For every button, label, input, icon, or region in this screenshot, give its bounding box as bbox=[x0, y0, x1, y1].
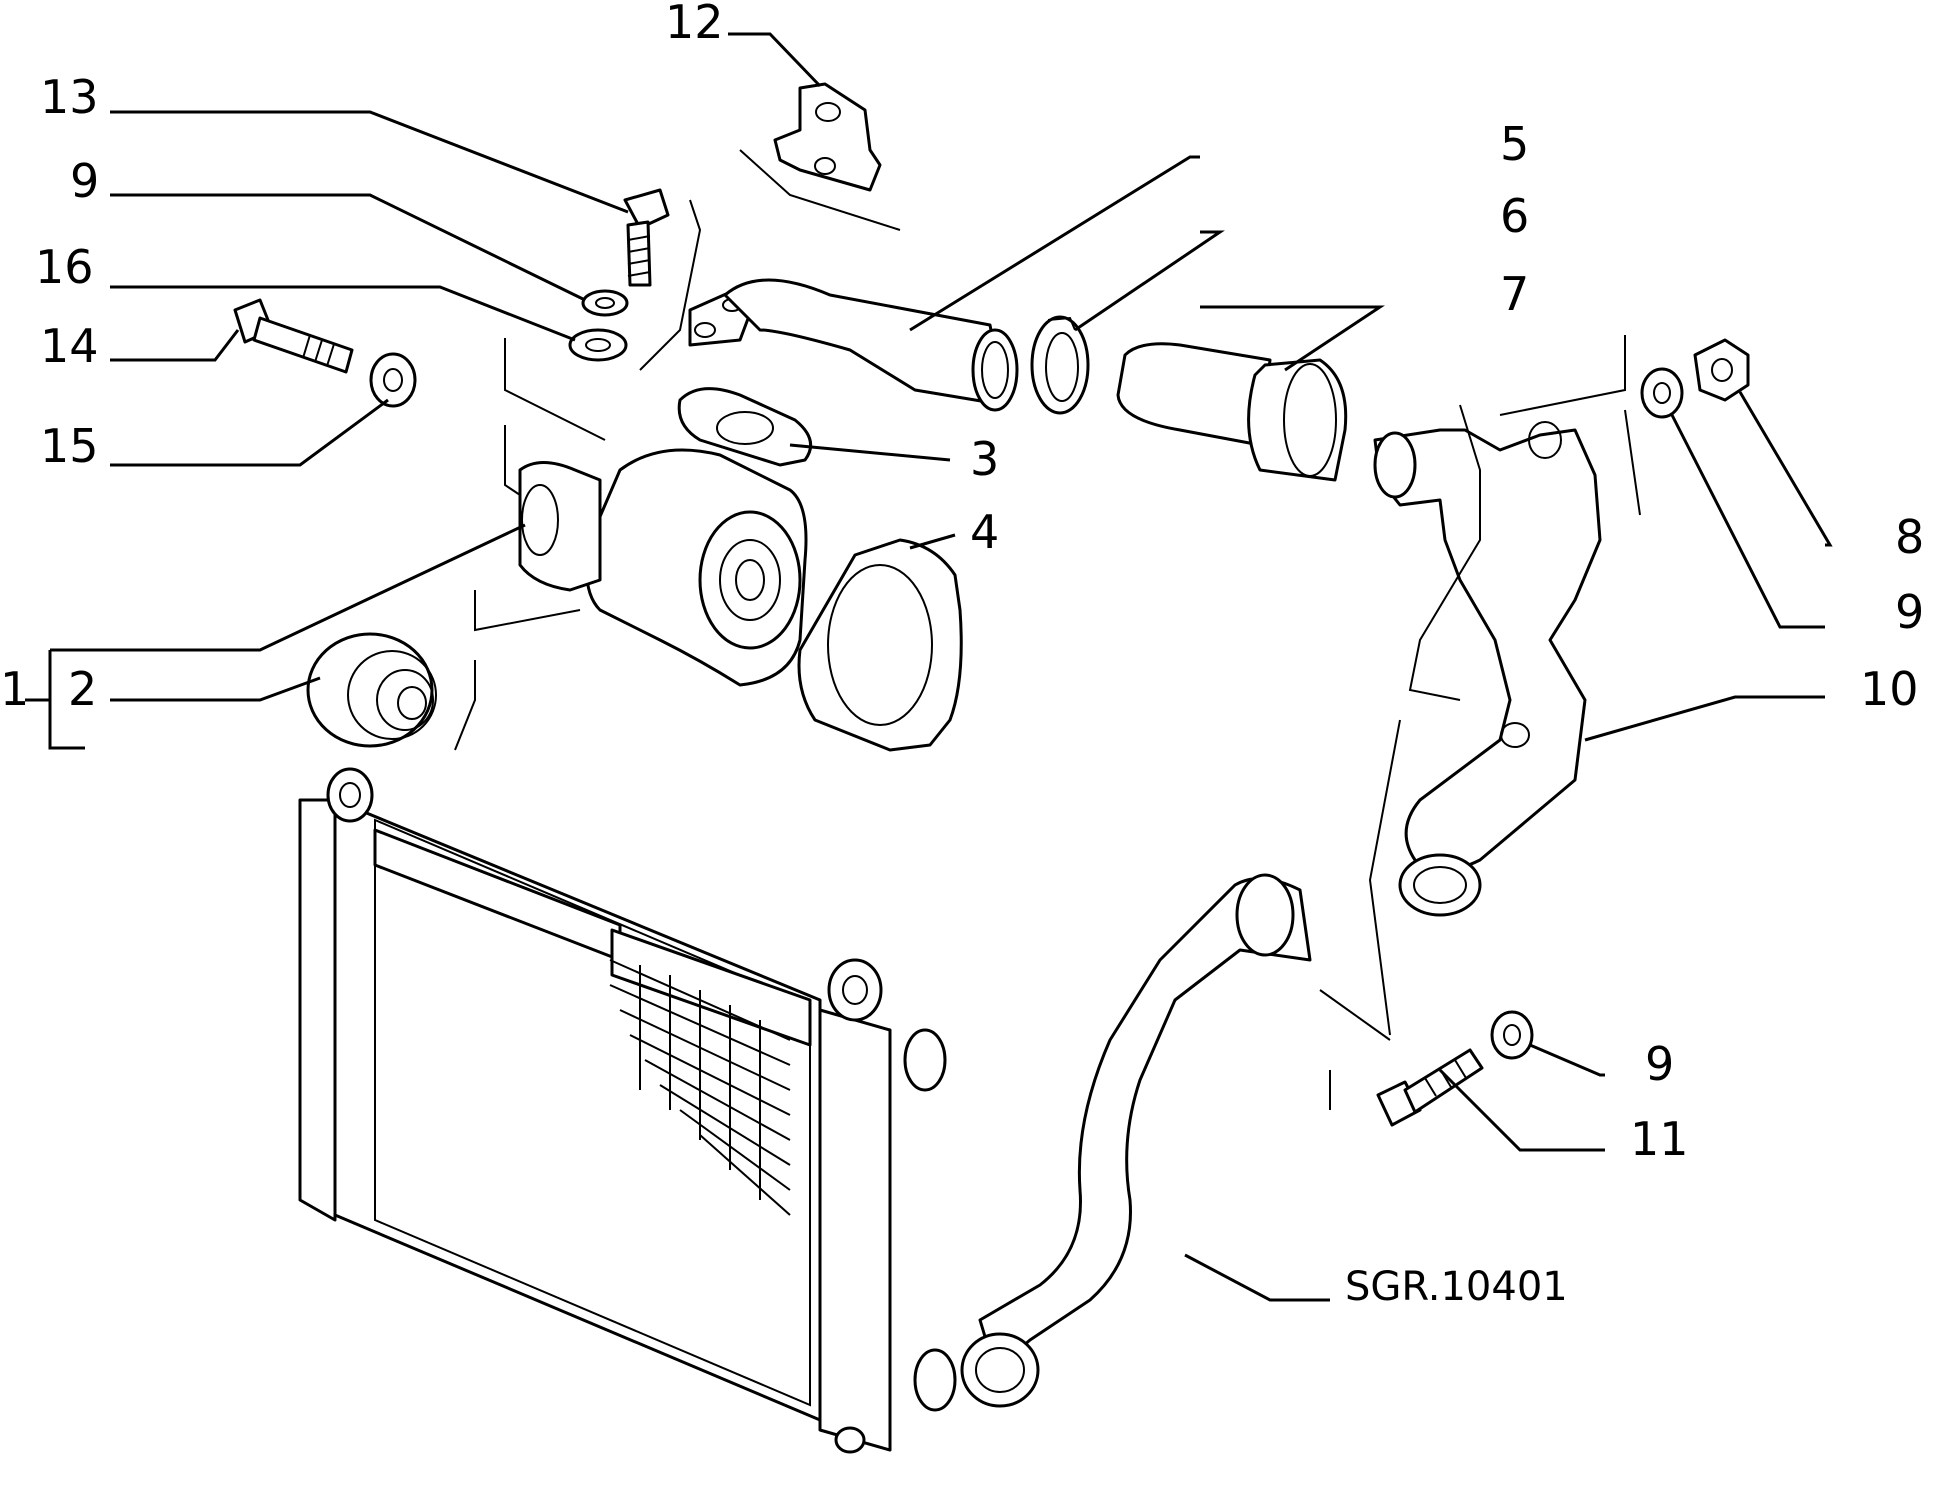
callout-1: 1 bbox=[0, 662, 29, 716]
callout-3: 3 bbox=[970, 432, 999, 486]
washer-16 bbox=[568, 328, 628, 362]
clamp-6 bbox=[1030, 315, 1090, 415]
washer-9-bottom bbox=[1490, 1010, 1534, 1060]
callout-2: 2 bbox=[68, 662, 97, 716]
washer-9-top bbox=[581, 289, 629, 317]
radiator bbox=[298, 767, 957, 1454]
callout-10: 10 bbox=[1860, 662, 1919, 716]
callout-9-right: 9 bbox=[1895, 585, 1924, 639]
bolt-13 bbox=[623, 188, 670, 287]
gasket-4 bbox=[797, 538, 963, 752]
bolt-14 bbox=[233, 298, 354, 374]
gasket-3 bbox=[677, 387, 813, 467]
callout-8: 8 bbox=[1895, 510, 1924, 564]
callout-5: 5 bbox=[1500, 117, 1529, 171]
pulley-2 bbox=[306, 632, 437, 748]
callout-14: 14 bbox=[40, 319, 99, 373]
callout-12: 12 bbox=[665, 0, 724, 49]
callout-9-bottom: 9 bbox=[1645, 1037, 1674, 1091]
nut-8 bbox=[1693, 338, 1750, 402]
leader-lines bbox=[25, 32, 1833, 1302]
bracket-12 bbox=[739, 82, 901, 231]
callout-4: 4 bbox=[970, 505, 999, 559]
callout-labels: 12 13 9 16 14 15 5 6 7 3 4 1 2 8 9 10 9 … bbox=[0, 0, 1924, 1310]
washer-15 bbox=[369, 352, 417, 408]
callout-11: 11 bbox=[1630, 1112, 1689, 1166]
callout-7: 7 bbox=[1500, 267, 1529, 321]
pipe-10 bbox=[1373, 404, 1602, 917]
lower-hose bbox=[960, 873, 1312, 1408]
hose-7 bbox=[1116, 342, 1348, 482]
callout-6: 6 bbox=[1500, 189, 1529, 243]
bolt-11 bbox=[1376, 1048, 1484, 1127]
elbow-pipe-5 bbox=[688, 278, 1019, 412]
drawing-code: SGR.10401 bbox=[1345, 1264, 1568, 1310]
callout-15: 15 bbox=[40, 419, 99, 473]
callout-9-top: 9 bbox=[70, 154, 99, 208]
water-pump-1 bbox=[518, 448, 808, 687]
washer-9-right bbox=[1640, 367, 1684, 419]
callout-16: 16 bbox=[35, 240, 94, 294]
callout-13: 13 bbox=[40, 70, 99, 124]
